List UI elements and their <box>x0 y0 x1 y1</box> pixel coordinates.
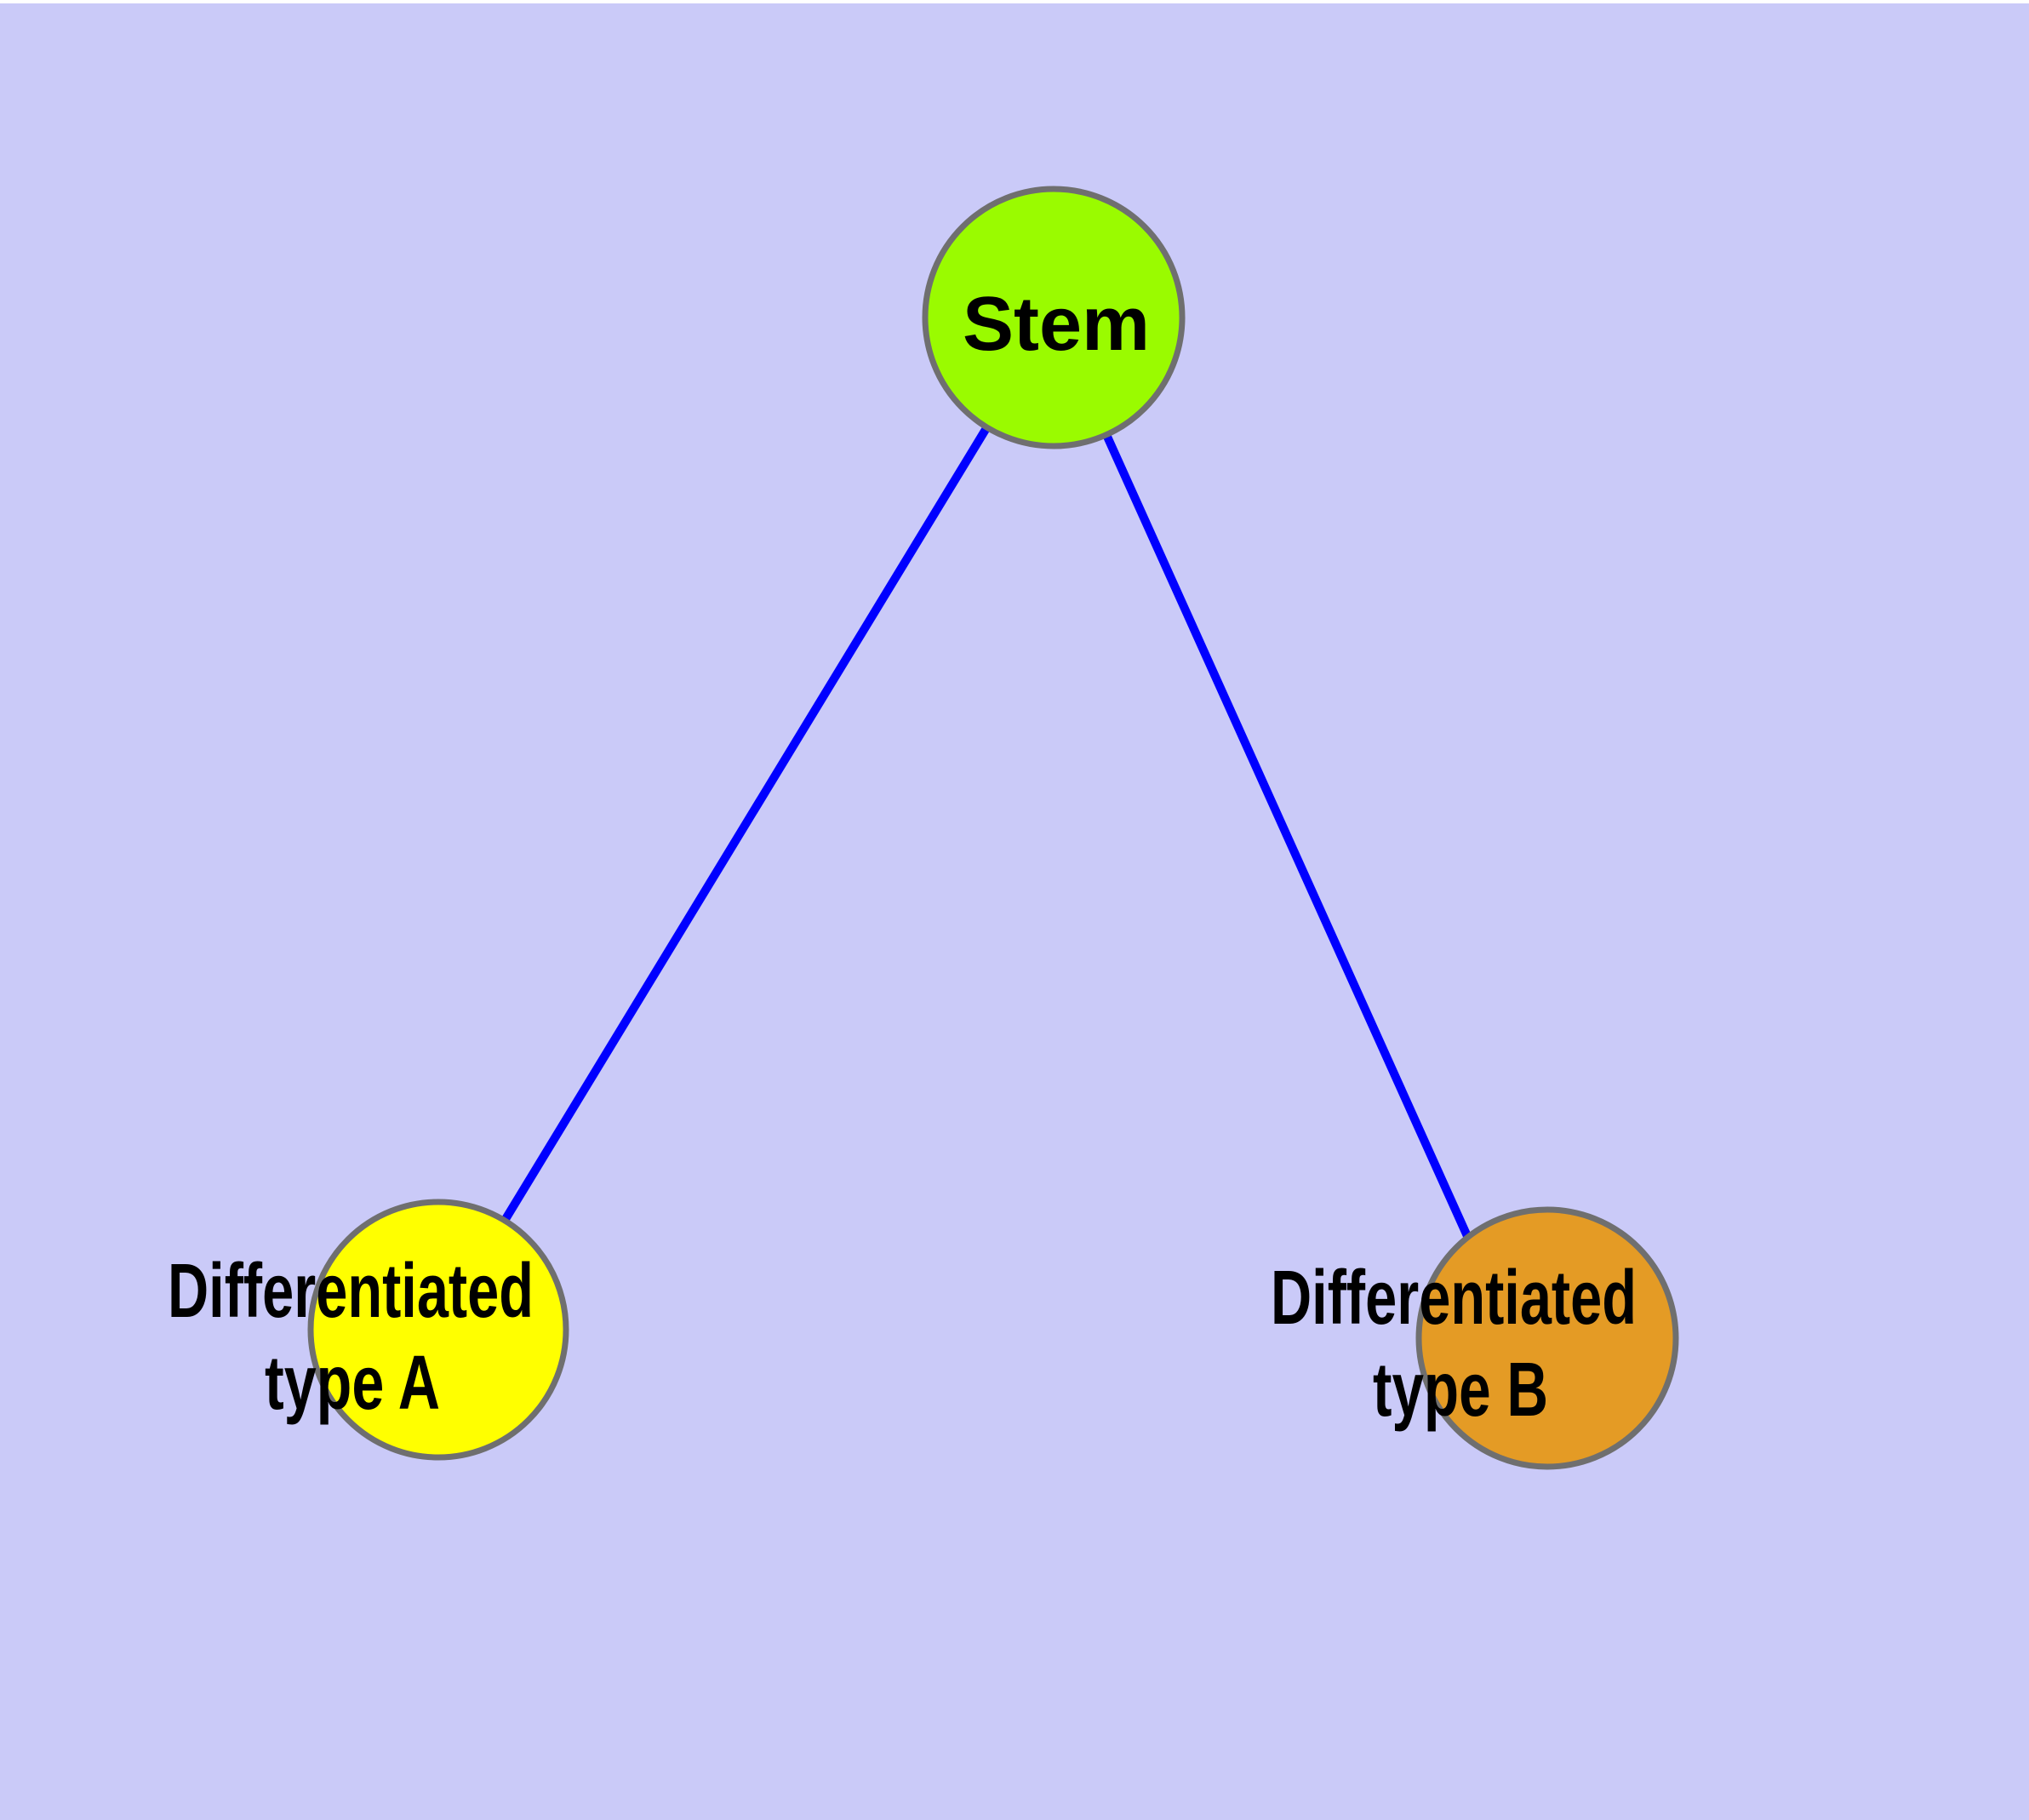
node-differentiated-type-a <box>307 1199 569 1461</box>
node-type-a-label-line1: Differentiated <box>168 1249 534 1334</box>
edge-stem-to-type-a <box>434 315 1058 1332</box>
node-differentiated-type-b <box>1415 1206 1679 1470</box>
node-stem-label: Stem <box>963 282 1150 367</box>
edge-stem-to-type-b <box>1049 315 1517 1341</box>
node-type-b-label-line1: Differentiated <box>1271 1256 1637 1341</box>
node-type-a-label-line2: type A <box>265 1341 440 1426</box>
node-type-b-label-line2: type B <box>1373 1348 1548 1433</box>
node-stem <box>922 186 1186 449</box>
